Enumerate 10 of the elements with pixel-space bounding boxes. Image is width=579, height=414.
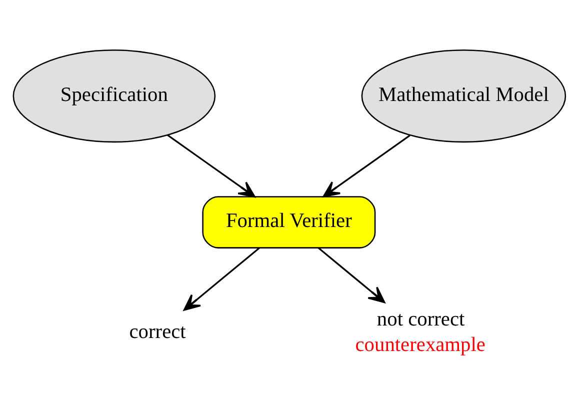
- node-box: Formal Verifier: [202, 196, 376, 248]
- arrow: [167, 134, 256, 198]
- arrow: [322, 134, 410, 198]
- node-label: counterexample: [355, 334, 486, 356]
- node-ellipse: Mathematical Model: [361, 49, 566, 143]
- arrow: [318, 247, 386, 304]
- arrow: [183, 247, 260, 311]
- node-text: correct: [129, 321, 186, 344]
- node-text: not correct: [376, 308, 465, 330]
- node-ellipse: Specification: [12, 49, 216, 143]
